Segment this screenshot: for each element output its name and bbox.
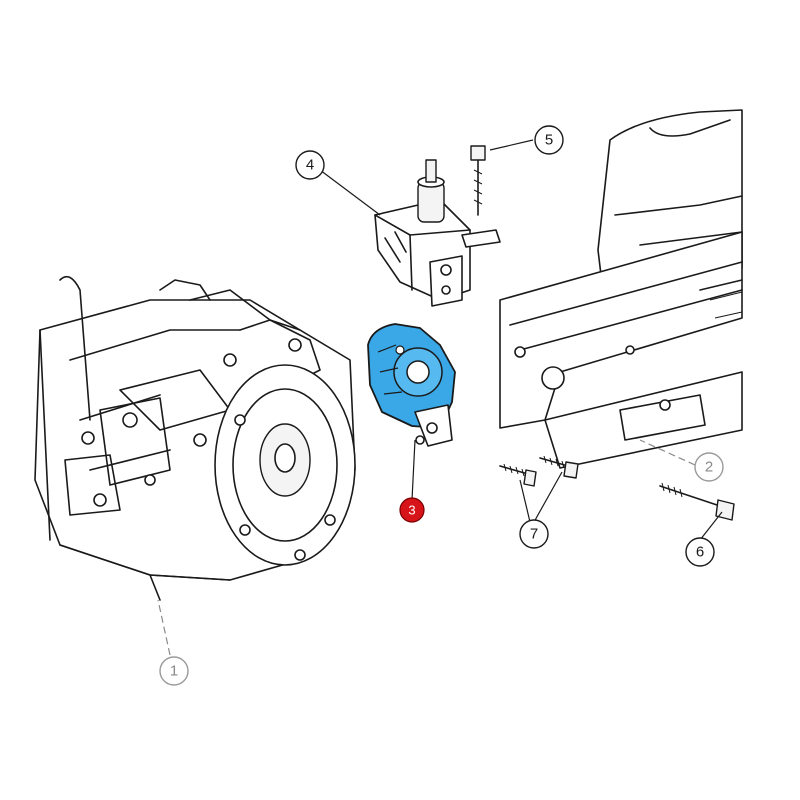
bolt-5 bbox=[461, 145, 501, 248]
callout-5-label: 5 bbox=[545, 132, 553, 149]
callout-4-label: 4 bbox=[306, 157, 314, 174]
transmission-mount-highlighted bbox=[367, 323, 456, 447]
frame-rail bbox=[499, 109, 743, 469]
callout-3-label: 3 bbox=[408, 503, 415, 518]
callout-5: 5 bbox=[534, 125, 564, 155]
callout-2: 2 bbox=[694, 452, 724, 482]
leader-lines bbox=[157, 139, 723, 656]
callout-1-label: 1 bbox=[170, 663, 178, 680]
callout-7: 7 bbox=[519, 519, 549, 549]
callout-7-label: 7 bbox=[530, 526, 538, 543]
bolts-7 bbox=[499, 455, 579, 487]
callout-2-label: 2 bbox=[705, 459, 713, 476]
bolt-6 bbox=[659, 482, 735, 521]
upper-mount-bracket bbox=[374, 159, 471, 307]
callout-6: 6 bbox=[685, 537, 715, 567]
transmission-assembly bbox=[34, 275, 356, 601]
callout-3: 3 bbox=[399, 497, 425, 523]
callout-4: 4 bbox=[295, 150, 325, 180]
callout-6-label: 6 bbox=[696, 544, 704, 561]
callout-1: 1 bbox=[159, 656, 189, 686]
